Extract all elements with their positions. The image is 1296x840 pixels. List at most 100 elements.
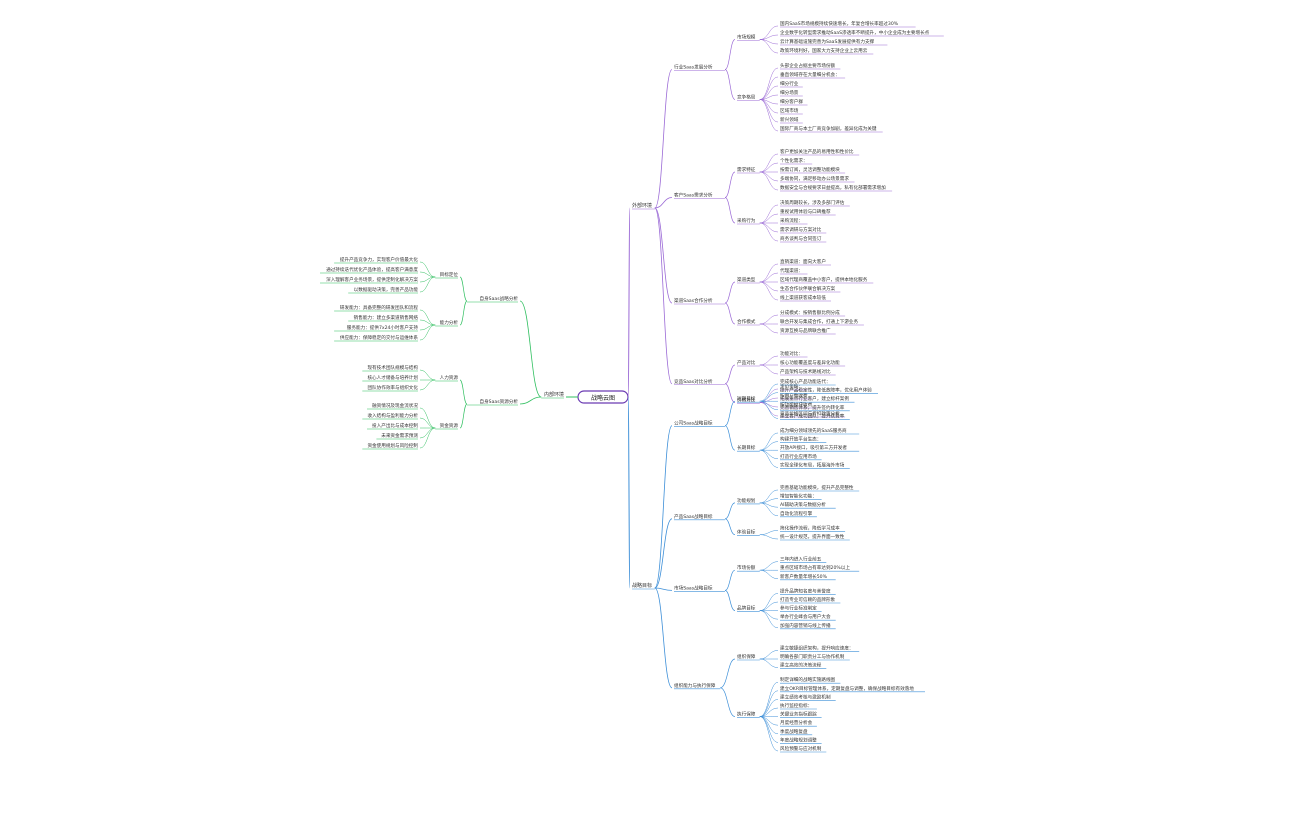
leaf-node[interactable]: 数据安全与合规要求日益提高，私有化部署需求增加 [780,184,886,191]
leaf-node[interactable]: 直销渠道：面向大客户 [780,258,826,265]
leaf-node[interactable]: 融资情况及现金流状况 [372,402,418,409]
leaf-node[interactable]: 提升品牌知名度与美誉度 [780,587,831,594]
leaf-node[interactable]: 竞品价格区间与折扣政策分析 [780,410,840,417]
leaf-node[interactable]: 制定详细的战略实施路线图 [780,676,836,683]
leaf-node[interactable]: 需求调研与方案对比 [780,226,822,233]
leaf-node[interactable]: 团队协作效率与组织文化 [367,384,418,391]
leaf-node[interactable]: 商务谈判与合同签订 [780,235,822,242]
leaf-node[interactable]: 国际厂商与本土厂商竞争加剧，差异化成为关键 [780,125,877,132]
leaf-node[interactable]: 服务能力：提供7x24小时客户支持 [347,324,419,331]
leaf-node[interactable]: 举办行业峰会与用户大会 [780,613,831,620]
leaf-node[interactable]: 新客户数量年增长50% [780,573,828,580]
leaf-node[interactable]: 增加智能化功能： [780,493,817,500]
leaf-node[interactable]: 资金使用规划与风险控制 [367,442,418,449]
leaf-node[interactable]: 分成模式：按销售额比例分成 [780,309,840,316]
leaf-node[interactable]: 提升产品稳定性，降低故障率，优化用户体验 [780,387,872,394]
leaf-node[interactable]: 开放API接口，吸引第三方开发者 [780,444,847,451]
main-branch[interactable]: 内部环境 [544,391,564,398]
leaf-node[interactable]: 建立敏捷组织架构，提升响应速度： [780,644,854,651]
leaf-node[interactable]: 完成核心产品功能迭代： [780,378,831,385]
leaf-node[interactable]: 重点区域市场占有率达到20%以上 [780,564,850,571]
leaf-node[interactable]: 以数据驱动决策，完善产品功能 [354,286,419,293]
leaf-node[interactable]: 细分行业 [780,80,799,87]
leaf-node[interactable]: 现有技术团队规模与结构 [367,364,418,371]
group-node[interactable]: 能力分析 [440,319,459,326]
leaf-node[interactable]: 建立高效的决策流程 [780,662,822,669]
sub-branch[interactable]: 客户Saas需求分析 [674,192,713,199]
group-node[interactable]: 竞争格局 [737,94,756,101]
leaf-node[interactable]: 建立客户成功团队，提升续费率 [780,412,845,419]
leaf-node[interactable]: 简化操作流程，降低学习成本 [780,524,840,531]
sub-branch[interactable]: 自身Saas资源分析 [479,398,518,405]
leaf-node[interactable]: 重视试用体验与口碑推荐 [780,208,831,215]
leaf-node[interactable]: 垂直领域存在大量细分机会： [780,71,840,78]
leaf-node[interactable]: 国内SaaS市场规模持续快速增长，年复合增长率超过30% [780,20,899,27]
sub-branch[interactable]: 产品Saas战略目标 [674,513,713,520]
leaf-node[interactable]: 拓展重点行业客户，建立标杆案例 [780,395,849,402]
group-node[interactable]: 长期目标 [737,444,756,451]
leaf-node[interactable]: 区域市场 [780,107,799,114]
leaf-node[interactable]: 细分场景 [780,89,799,96]
group-node[interactable]: 采购行为 [737,217,756,224]
group-node[interactable]: 体验目标 [737,529,756,536]
group-node[interactable]: 目标定位 [440,271,459,278]
leaf-node[interactable]: 功能对比： [780,350,803,357]
group-node[interactable]: 价格对比 [737,397,756,404]
sub-branch[interactable]: 行业Saas发展分析 [674,64,713,71]
leaf-node[interactable]: 深入理解客户业务场景，提供定制化解决方案 [326,276,418,283]
leaf-node[interactable]: 成为细分领域领先的SaaS服务商 [780,427,847,434]
group-node[interactable]: 品牌目标 [737,605,756,612]
leaf-node[interactable]: 自动化流程引擎 [780,510,813,517]
leaf-node[interactable]: 风险预警与应对机制 [780,745,822,752]
leaf-node[interactable]: 建立绩效考核与激励机制 [780,693,831,700]
leaf-node[interactable]: 构建开放平台生态： [780,436,821,443]
group-node[interactable]: 合作模式 [737,318,756,325]
leaf-node[interactable]: 客户更加关注产品的易用性和性价比 [780,148,854,155]
sub-branch[interactable]: 公司Saas战略目标 [674,420,713,427]
leaf-node[interactable]: 月度经营分析会 [780,719,813,726]
leaf-node[interactable]: 个性化需求： [780,157,808,164]
leaf-node[interactable]: 细分客户群 [780,98,803,105]
leaf-node[interactable]: 按用户数收费 [780,392,808,399]
group-node[interactable]: 功能规划 [737,497,756,504]
leaf-node[interactable]: 按功能模块收费 [780,401,813,408]
leaf-node[interactable]: 区域代理商覆盖中小客户，提供本地化服务 [780,276,868,283]
leaf-node[interactable]: 头部企业占据主要市场份额 [780,62,836,69]
leaf-node[interactable]: 政策环境利好，国家大力支持企业上云用云 [780,47,868,54]
root-node[interactable]: 战略云图 [591,394,615,402]
group-node[interactable]: 渠道类型 [737,276,756,283]
leaf-node[interactable]: 打造行业应用市场 [780,453,817,460]
leaf-node[interactable]: 三年内进入行业前五 [780,556,822,563]
leaf-node[interactable]: 执行监控指标： [780,702,812,709]
group-node[interactable]: 资金资源 [440,422,459,429]
leaf-node[interactable]: 投入产出比与成本控制 [372,422,418,429]
leaf-node[interactable]: 收入结构与盈利能力分析 [367,412,418,419]
leaf-node[interactable]: 参与行业标准制定 [780,605,817,612]
leaf-node[interactable]: 明确各部门职责分工与协作机制 [780,653,845,660]
leaf-node[interactable]: 线上渠道获客成本较低 [780,294,826,301]
leaf-node[interactable]: 多端协同，满足移动办公场景需求 [780,175,849,182]
leaf-node[interactable]: 产品架构与技术路线对比 [780,368,831,375]
leaf-node[interactable]: 决策周期较长，涉及多部门评估 [780,199,845,206]
sub-branch[interactable]: 组织能力与执行保障 [674,682,716,689]
group-node[interactable]: 执行保障 [737,711,756,718]
main-branch[interactable]: 外部环境 [632,202,652,209]
group-node[interactable]: 市场规模 [737,34,756,41]
leaf-node[interactable]: 关键业务指标跟踪 [780,711,817,718]
leaf-node[interactable]: 代理渠道： [780,267,803,274]
leaf-node[interactable]: 生态合作伙伴联合解决方案 [780,285,836,292]
group-node[interactable]: 组织保障 [737,653,756,660]
leaf-node[interactable]: 新兴领域 [780,116,799,123]
leaf-node[interactable]: 统一设计规范，提升界面一致性 [780,533,845,540]
sub-branch[interactable]: 渠道Saas合作分析 [674,297,713,304]
group-node[interactable]: 产品对比 [737,359,756,366]
leaf-node[interactable]: 完善销售体系，提升签约转化率 [780,404,845,411]
leaf-node[interactable]: 实现全球化布局，拓展海外市场 [780,461,845,468]
leaf-node[interactable]: 销售能力：建立多渠道销售网络 [354,314,419,321]
leaf-node[interactable]: 供应能力：保障稳定的交付与运维体系 [340,334,419,341]
leaf-node[interactable]: 季度战略复盘 [780,728,808,735]
leaf-node[interactable]: 完善基础功能模块，提升产品完整性 [780,484,854,491]
leaf-node[interactable]: 按需订阅，灵活调整功能模块 [780,166,840,173]
main-branch[interactable]: 战略目标 [632,582,652,589]
leaf-node[interactable]: 采购流程： [780,217,803,224]
